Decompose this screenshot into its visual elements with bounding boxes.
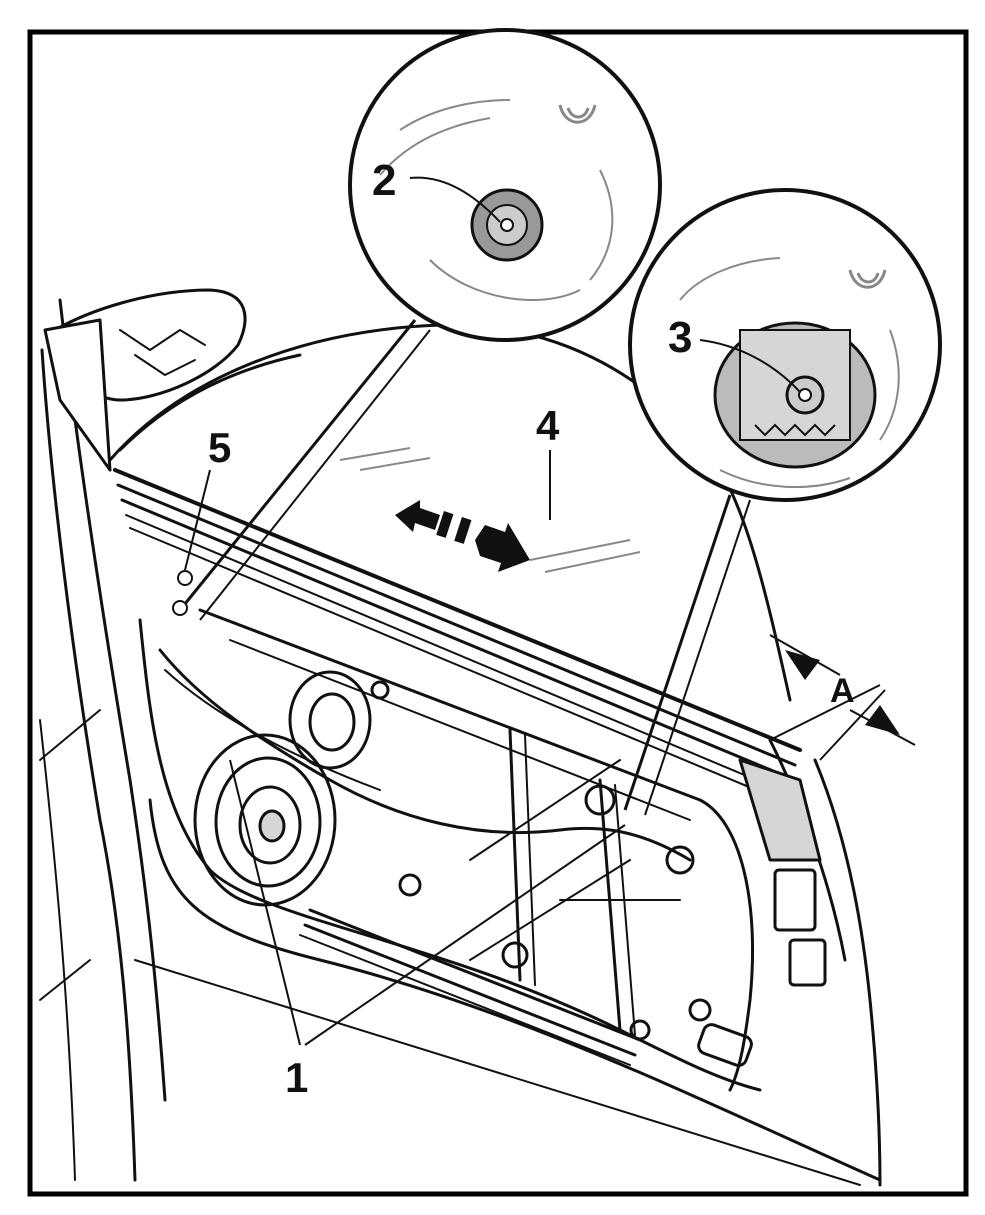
callout-label-3: 3 [668, 313, 692, 362]
converging-arrow-icon [769, 634, 916, 761]
callout-label-2: 2 [372, 156, 396, 205]
detail-circle-3 [623, 188, 942, 816]
leader-line-5 [172, 469, 211, 616]
callout-label-4: 4 [536, 402, 560, 449]
callout-label-1: 1 [285, 1054, 308, 1101]
glass-hatching [339, 447, 641, 573]
double-arrow-icon [395, 500, 530, 572]
callout-label-5: 5 [208, 424, 231, 471]
leader-lines-1 [229, 759, 626, 1046]
detail-circle-2 [178, 28, 662, 621]
dimension-label-a: A [830, 672, 855, 710]
